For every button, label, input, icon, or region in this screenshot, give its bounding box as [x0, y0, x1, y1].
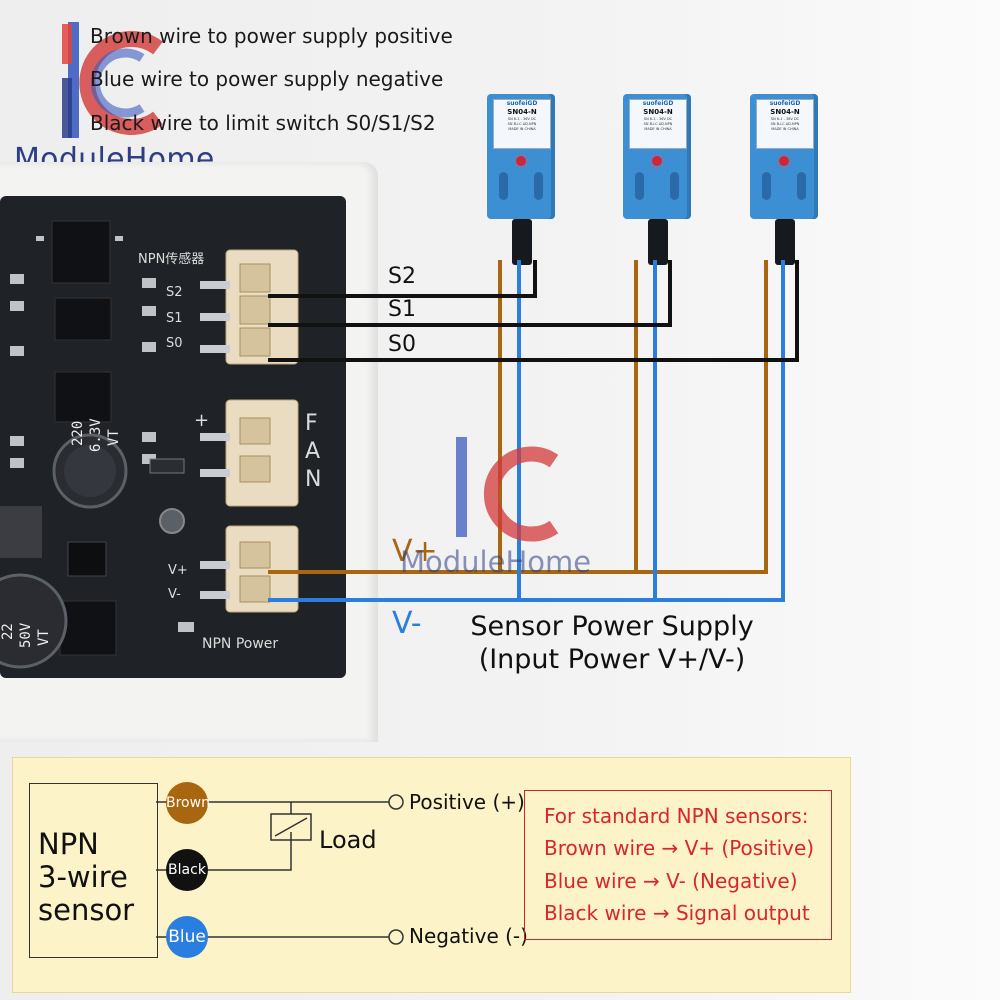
note-heading: For standard NPN sensors: [544, 804, 809, 828]
pin-label-s2: S2 [166, 285, 183, 300]
legend-blue: Blue wire to power supply negative [90, 67, 444, 91]
board-details [0, 220, 299, 669]
wiring-diagram-panel: NPN 3-wire sensor Brown Black Blue Posit… [12, 757, 851, 993]
ic-logo [62, 22, 163, 138]
positive-terminal-label: Positive (+) [409, 790, 525, 814]
signal-s2-label: S2 [388, 264, 416, 289]
note-black: Black wire → Signal output [544, 901, 810, 925]
brown-wire-dot: Brown [166, 782, 210, 824]
black-wire-dot: Black [166, 849, 208, 891]
sensor-led [779, 156, 789, 166]
negative-terminal-label: Negative (-) [409, 924, 528, 948]
pin-label-vminus: V- [168, 587, 181, 602]
sensor-led [516, 156, 526, 166]
wire-black [268, 260, 799, 362]
note-brown: Brown wire → V+ (Positive) [544, 836, 815, 860]
sensor-power-title: Sensor Power Supply (Input Power V+/V-) [470, 611, 754, 675]
legend-black: Black wire to limit switch S0/S1/S2 [90, 111, 436, 135]
wiring [268, 260, 799, 602]
vplus-label: V+ [392, 534, 438, 569]
note-blue: Blue wire → V- (Negative) [544, 869, 798, 893]
npn-power-label: NPN Power [202, 636, 279, 652]
legend-brown: Brown wire to power supply positive [90, 24, 453, 48]
board-section-label: NPN传感器 [138, 252, 205, 267]
sensor-led [652, 156, 662, 166]
load-label: Load [319, 826, 377, 854]
pin-label-vplus: V+ [168, 563, 188, 578]
blue-wire-dot: Blue [166, 916, 208, 958]
vminus-label: V- [392, 606, 422, 641]
signal-s0-label: S0 [388, 332, 416, 357]
pin-label-s0: S0 [166, 336, 183, 351]
wire-blue [268, 260, 785, 602]
plus-label: + [194, 410, 210, 431]
wire-brown [268, 260, 768, 574]
watermark-text: ModuleHome [400, 545, 592, 579]
npn-sensor-box: NPN 3-wire sensor [29, 783, 158, 958]
signal-s1-label: S1 [388, 297, 416, 322]
pin-label-s1: S1 [166, 311, 183, 326]
fan-label: FAN [305, 411, 322, 492]
npn-notes-box: For standard NPN sensors: Brown wire → V… [524, 790, 832, 940]
watermark-logo [456, 437, 559, 542]
